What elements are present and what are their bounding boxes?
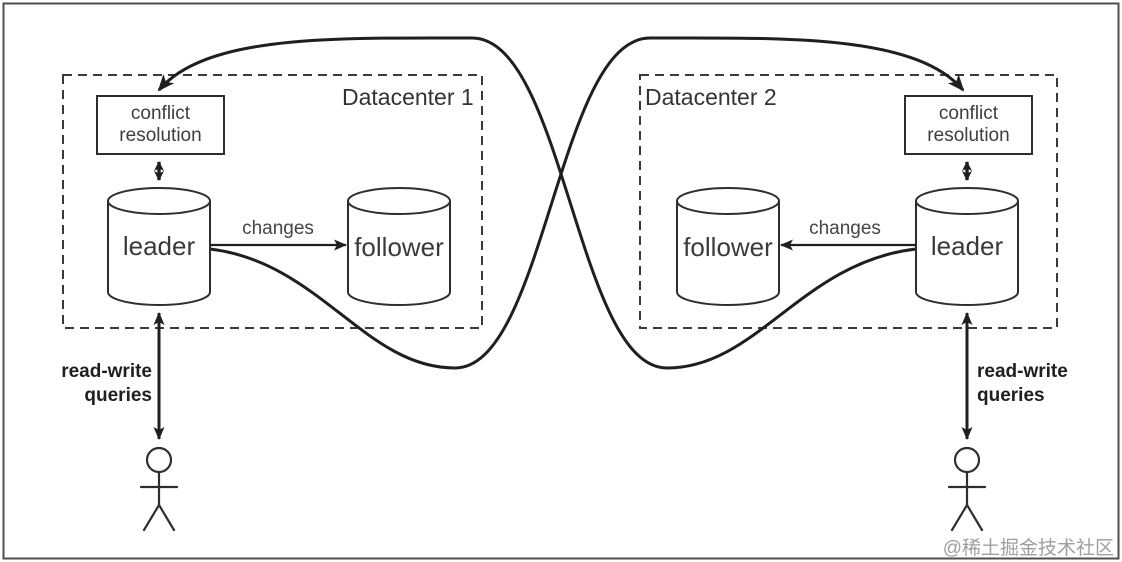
read-write-queries-label-2: read-write queries — [977, 360, 1107, 407]
read-write-queries-2-line1: read-write — [977, 361, 1068, 382]
changes-label-2: changes — [809, 218, 881, 239]
datacenter-2-boundary — [639, 74, 1058, 329]
conflict-resolution-1-line2: resolution — [119, 125, 202, 146]
datacenter-2-title: Datacenter 2 — [645, 84, 777, 110]
conflict-resolution-2-label: conflict resolution — [905, 96, 1032, 154]
conflict-resolution-1-box — [96, 95, 225, 155]
conflict-resolution-1-label: conflict resolution — [97, 96, 224, 154]
follower-2-cylinder — [676, 187, 780, 306]
replication-curve-leader1-to-conflict2 — [209, 36, 965, 370]
client-1-figure — [139, 446, 179, 532]
conflict-resolution-2-line2: resolution — [927, 125, 1010, 146]
conflict-resolution-1-line1: conflict — [130, 102, 191, 124]
datacenter-1-title: Datacenter 1 — [342, 84, 474, 110]
follower-1-cylinder — [347, 187, 451, 306]
leader-2-cylinder — [915, 187, 1019, 306]
leader-1-cylinder — [107, 187, 211, 306]
changes-label-1: changes — [242, 218, 314, 239]
follower-1-label: follower — [354, 232, 444, 262]
leader-2-label: leader — [930, 231, 1004, 261]
read-write-queries-1-line2: queries — [84, 384, 152, 406]
read-write-queries-2-line2: queries — [977, 384, 1045, 406]
conflict-resolution-2-box — [904, 95, 1033, 155]
watermark-text: @稀土掘金技术社区 — [942, 538, 1114, 559]
leader-1-label: leader — [122, 231, 196, 261]
read-write-queries-1-line1: read-write — [61, 361, 152, 382]
follower-2-label: follower — [683, 232, 773, 262]
replication-curve-leader2-to-conflict1 — [157, 36, 917, 370]
read-write-queries-label-1: read-write queries — [28, 360, 152, 407]
conflict-resolution-2-line1: conflict — [938, 102, 999, 124]
datacenter-1-boundary — [62, 74, 483, 329]
client-2-figure — [947, 446, 987, 532]
